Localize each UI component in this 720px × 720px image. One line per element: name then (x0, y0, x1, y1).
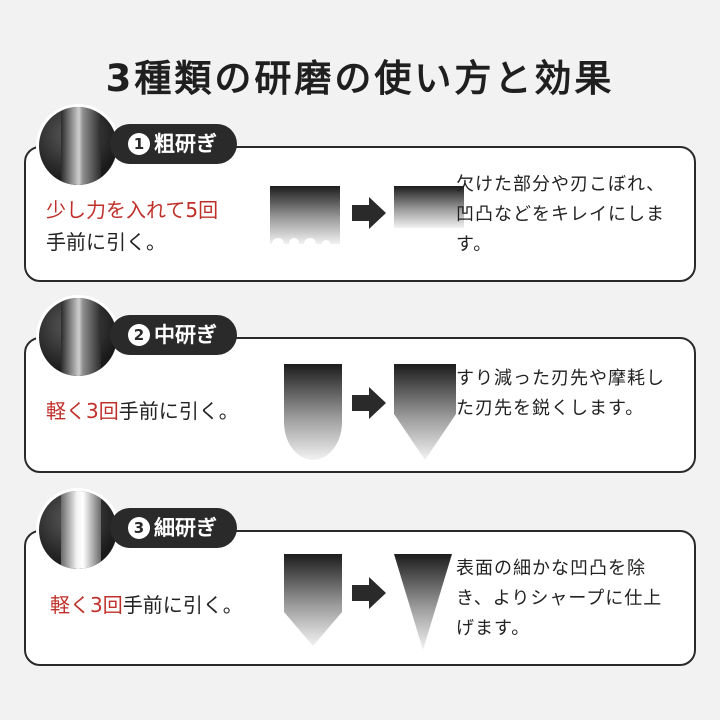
instruction-text: 手前に引く。 (118, 399, 239, 423)
arrow-right-icon (352, 577, 386, 609)
step-label-text: 細研ぎ (154, 516, 217, 540)
instruction-emphasis: 軽く3回 (46, 399, 119, 423)
instruction-emphasis: 軽く3回 (50, 593, 123, 617)
blade-before-shape (270, 186, 340, 244)
step-instruction: 軽く3回手前に引く。 (46, 395, 239, 427)
step-number-icon: 1 (128, 133, 150, 155)
step-label-text: 中研ぎ (154, 323, 217, 347)
blade-after-shape (394, 186, 464, 228)
blade-closeup-icon (36, 295, 120, 379)
step-instruction: 少し力を入れて5回 手前に引く。 (46, 194, 218, 258)
step-card-medium (24, 337, 696, 473)
step-effect: すり減った刃先や摩耗した刃先を鋭くします。 (456, 368, 665, 419)
instruction-text: 手前に引く。 (46, 230, 166, 254)
step-number-icon: 2 (128, 324, 150, 346)
step-effect: 欠けた部分や刃こぼれ、凹凸などをキレイにします。 (456, 174, 666, 255)
blade-closeup-icon (36, 104, 120, 188)
step-instruction: 軽く3回手前に引く。 (50, 589, 243, 621)
step-number-icon: 3 (128, 517, 150, 539)
blade-before-shape (284, 364, 342, 460)
arrow-right-icon (352, 387, 386, 419)
page-title: 3種類の研磨の使い方と効果 (105, 57, 615, 100)
instruction-text: 手前に引く。 (122, 593, 243, 617)
blade-after-shape (394, 554, 452, 650)
arrow-right-icon (352, 197, 386, 229)
blade-closeup-icon (36, 488, 120, 572)
step-effect: 表面の細かな凹凸を除き、よりシャープに仕上げます。 (456, 558, 663, 639)
blade-before-shape (284, 554, 342, 646)
blade-after-shape (394, 364, 456, 460)
instruction-emphasis: 少し力を入れて5回 (46, 198, 219, 222)
step-label-text: 粗研ぎ (154, 132, 217, 156)
